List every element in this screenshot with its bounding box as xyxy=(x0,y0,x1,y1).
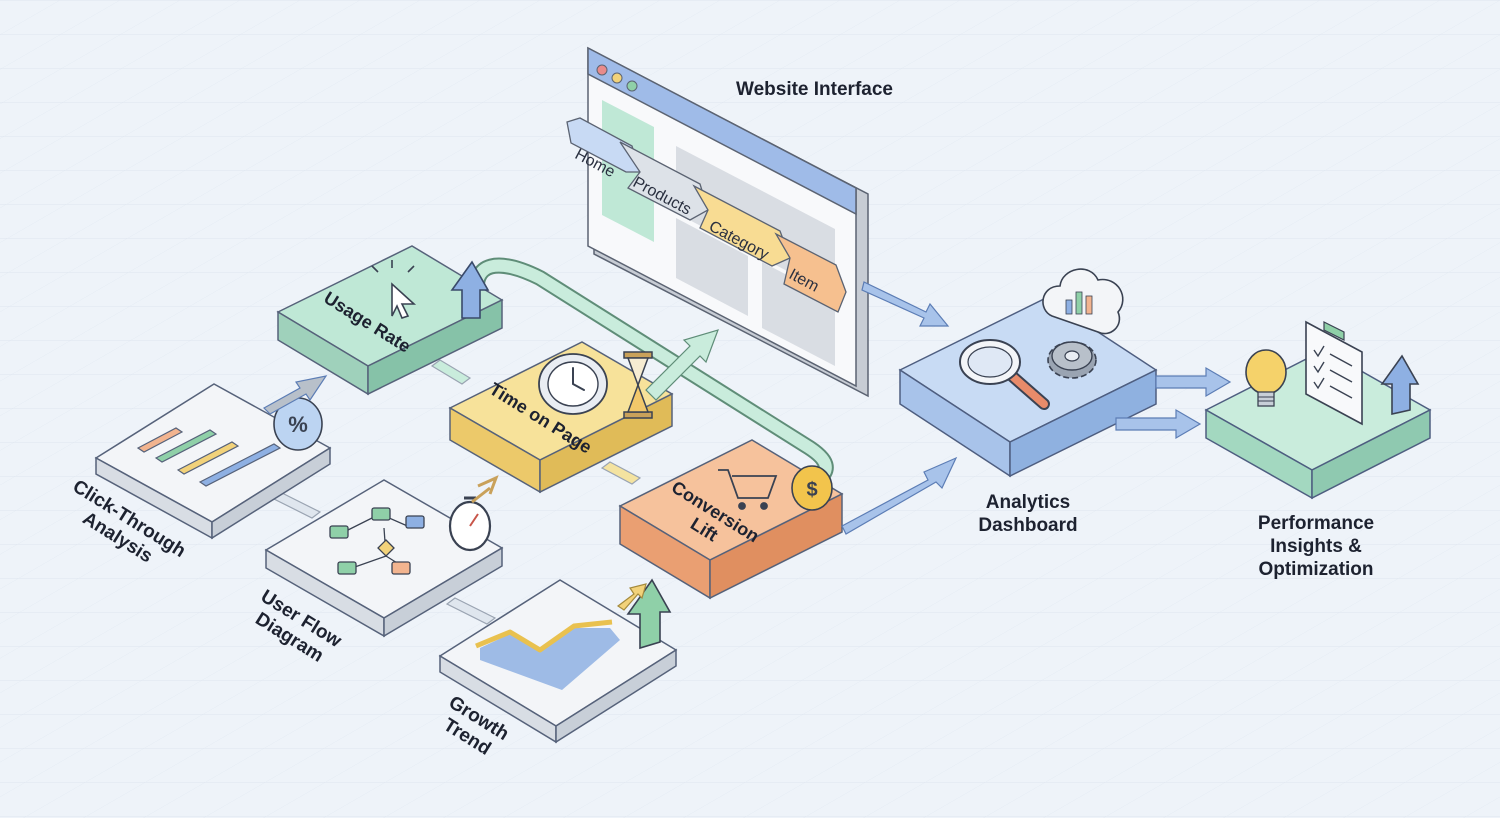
hourglass-icon xyxy=(623,351,653,419)
performance-up-arrow-icon xyxy=(1380,354,1420,415)
analytics-dashboard-label-line1: Analytics xyxy=(985,492,1071,513)
bar-chart-icon xyxy=(136,427,282,487)
trend-chart-icon xyxy=(475,619,620,690)
cart-icon xyxy=(718,469,778,510)
magnifier-icon xyxy=(959,339,1050,410)
dollar-coin-icon: $ xyxy=(791,465,833,511)
conversion-lift-tile[interactable] xyxy=(618,439,844,600)
cursor-icon xyxy=(371,260,417,319)
analytics-dashboard-label-line2: Dashboard xyxy=(978,515,1078,536)
svg-text:$: $ xyxy=(806,479,817,501)
flowchart-icon xyxy=(329,507,425,575)
clock-icon xyxy=(538,353,608,415)
usage-rate-tile[interactable] xyxy=(276,245,504,396)
window-minimize-dot[interactable] xyxy=(611,72,623,84)
stopwatch-icon xyxy=(448,496,492,552)
window-close-dot[interactable] xyxy=(596,64,608,76)
up-arrow-icon xyxy=(450,260,490,319)
flow-arrows xyxy=(263,281,1232,611)
website-interface-label: Website Interface xyxy=(736,79,893,100)
svg-text:%: % xyxy=(288,412,308,437)
content-block-2 xyxy=(676,218,748,316)
performance-label-line3: Optimization xyxy=(1258,559,1374,580)
performance-label-line2: Insights & xyxy=(1270,536,1362,557)
percent-icon: % xyxy=(273,397,323,451)
content-block-3 xyxy=(762,262,835,366)
window-maximize-dot[interactable] xyxy=(626,80,638,92)
up-arrow-yellow xyxy=(471,475,499,504)
cloud-chart-icon xyxy=(1042,268,1124,335)
gear-icon xyxy=(1047,341,1097,379)
performance-platform[interactable] xyxy=(1204,349,1432,500)
performance-label-line1: Performance xyxy=(1257,513,1375,534)
analytics-dashboard-label: Analytics Dashboard xyxy=(978,491,1077,537)
connector-tiles xyxy=(270,359,642,625)
breadcrumb-bar xyxy=(566,117,847,313)
performance-label: Performance Insights & Optimization xyxy=(1258,512,1374,581)
analytics-dashboard-platform[interactable] xyxy=(898,297,1158,478)
growth-up-arrow-icon xyxy=(626,578,672,650)
lightbulb-icon xyxy=(1245,349,1287,407)
clipboard-checklist-icon xyxy=(1305,320,1363,426)
